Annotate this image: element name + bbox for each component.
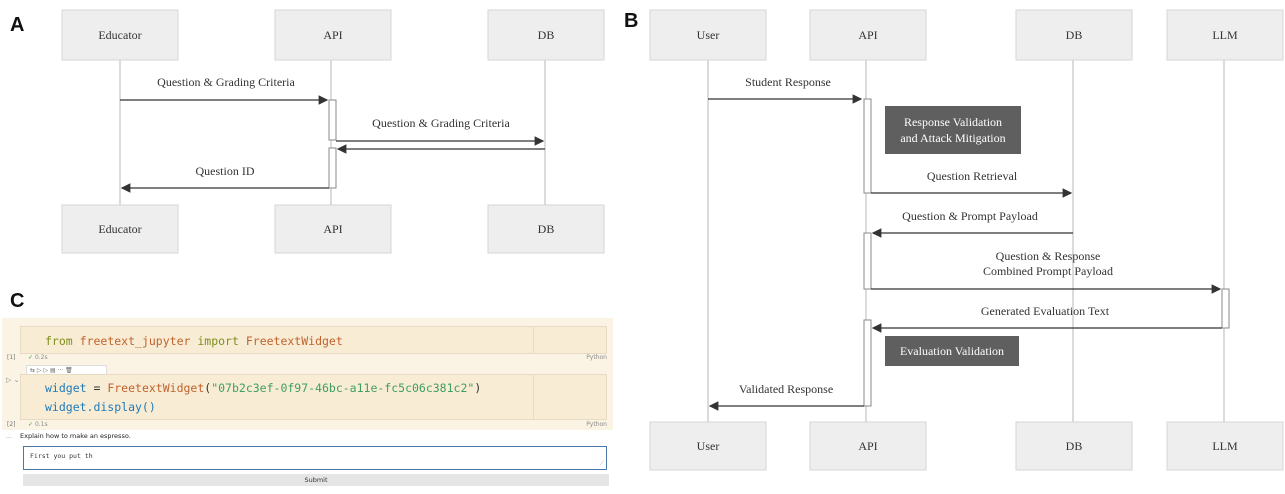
- participant-label: DB: [538, 222, 555, 236]
- diagram-b: User API DB LLM User API DB LLM Response…: [649, 9, 1284, 471]
- code-cell[interactable]: widget = FreetextWidget("07b2c3ef-0f97-4…: [20, 374, 607, 420]
- cell-language: Python: [586, 421, 607, 428]
- exec-time: ✓ 0.2s: [28, 354, 48, 361]
- participant-box-api: [809, 421, 927, 471]
- participant-box-api: [274, 9, 392, 61]
- participant-box-db: [487, 204, 605, 254]
- participant-box-db: [1015, 421, 1133, 471]
- message-label: Combined Prompt Payload: [983, 264, 1113, 278]
- activation-bar: [863, 98, 872, 194]
- question-prompt: Explain how to make an espresso.: [20, 432, 131, 440]
- execution-count: [1]: [7, 354, 16, 361]
- participant-label: API: [858, 439, 877, 453]
- note-text: and Attack Mitigation: [900, 131, 1005, 145]
- activation-bar: [863, 319, 872, 407]
- note-text: Evaluation Validation: [900, 344, 1004, 358]
- note-text: Response Validation: [904, 115, 1002, 129]
- message-label: Student Response: [745, 75, 831, 89]
- resize-handle-icon[interactable]: ⟋: [599, 460, 604, 467]
- run-icon[interactable]: ▷ ⌄: [6, 376, 20, 384]
- participant-label: API: [323, 28, 342, 42]
- execution-count: [2]: [7, 421, 16, 428]
- code-cell[interactable]: from freetext_jupyter import FreetextWid…: [20, 326, 607, 354]
- code-line: from freetext_jupyter import FreetextWid…: [45, 334, 343, 348]
- activation-bar: [1221, 288, 1230, 329]
- output-ellipsis: ...: [6, 433, 12, 440]
- cell-language: Python: [586, 354, 607, 361]
- message-label: Question & Prompt Payload: [902, 209, 1038, 223]
- note-box: [885, 106, 1021, 154]
- diagram-a: Educator API DB Educator API DB Question…: [61, 9, 605, 254]
- message-label: Question & Response: [996, 249, 1101, 263]
- participant-label: LLM: [1212, 28, 1238, 42]
- code-line: widget.display(): [45, 400, 156, 414]
- activation-bar: [328, 147, 337, 189]
- participant-box-db: [1015, 9, 1133, 61]
- participant-box-db: [487, 9, 605, 61]
- participant-label: User: [697, 439, 720, 453]
- message-label: Question Retrieval: [927, 169, 1018, 183]
- jupyter-notebook: from freetext_jupyter import FreetextWid…: [2, 318, 613, 494]
- message-label: Generated Evaluation Text: [981, 304, 1110, 318]
- message-label: Question & Grading Criteria: [372, 116, 510, 130]
- submit-button[interactable]: Submit: [23, 474, 609, 486]
- panel-label-b: B: [624, 10, 639, 32]
- activation-bar: [328, 99, 337, 141]
- participant-label: LLM: [1212, 439, 1238, 453]
- participant-box-user: [649, 421, 767, 471]
- note-box: [885, 336, 1019, 366]
- message-label: Question ID: [196, 164, 255, 178]
- widget-output: ... Explain how to make an espresso. Fir…: [2, 430, 613, 494]
- participant-box-user: [649, 9, 767, 61]
- participant-label: Educator: [98, 222, 141, 236]
- participant-box-llm: [1166, 9, 1284, 61]
- answer-text: First you put th: [30, 452, 93, 460]
- answer-textarea[interactable]: First you put th ⟋: [23, 446, 607, 470]
- code-line: widget = FreetextWidget("07b2c3ef-0f97-4…: [45, 381, 482, 395]
- participant-label: DB: [1066, 28, 1083, 42]
- participant-label: API: [858, 28, 877, 42]
- message-label: Validated Response: [739, 382, 833, 396]
- exec-time: ✓ 0.1s: [28, 421, 48, 428]
- activation-bar: [863, 232, 872, 290]
- participant-label: DB: [1066, 439, 1083, 453]
- participant-label: DB: [538, 28, 555, 42]
- panel-label-a: A: [10, 14, 25, 36]
- participant-box-llm: [1166, 421, 1284, 471]
- participant-box-educator: [61, 9, 179, 61]
- participant-box-api: [809, 9, 927, 61]
- participant-label: User: [697, 28, 720, 42]
- participant-label: Educator: [98, 28, 141, 42]
- panel-label-c: C: [10, 290, 25, 312]
- message-label: Question & Grading Criteria: [157, 75, 295, 89]
- participant-box-api: [274, 204, 392, 254]
- participant-box-educator: [61, 204, 179, 254]
- participant-label: API: [323, 222, 342, 236]
